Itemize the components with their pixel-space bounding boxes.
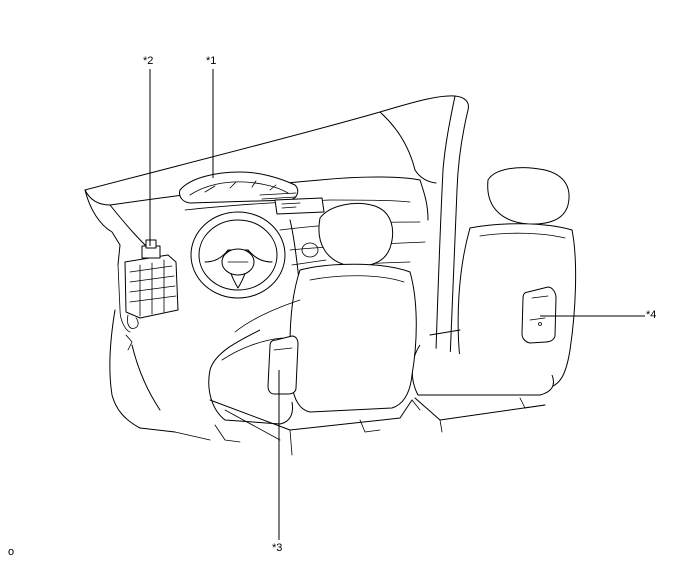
callout-4-label: *4 <box>646 309 657 321</box>
figure-id: o <box>8 546 15 558</box>
rear-seat-airbag <box>521 286 557 344</box>
left-lower-panel <box>109 309 176 433</box>
callout-1-label: *1 <box>206 55 217 67</box>
callout-2-label: *2 <box>143 55 154 67</box>
front-seat <box>208 203 417 456</box>
floor-lines <box>174 299 421 441</box>
windshield-outline <box>84 95 469 361</box>
front-seat-airbag <box>267 335 299 395</box>
rear-seat <box>411 167 577 433</box>
callout-3-label: *3 <box>272 542 283 554</box>
combination-meter <box>179 171 325 215</box>
junction-block <box>117 239 179 333</box>
steering-wheel <box>190 211 286 299</box>
